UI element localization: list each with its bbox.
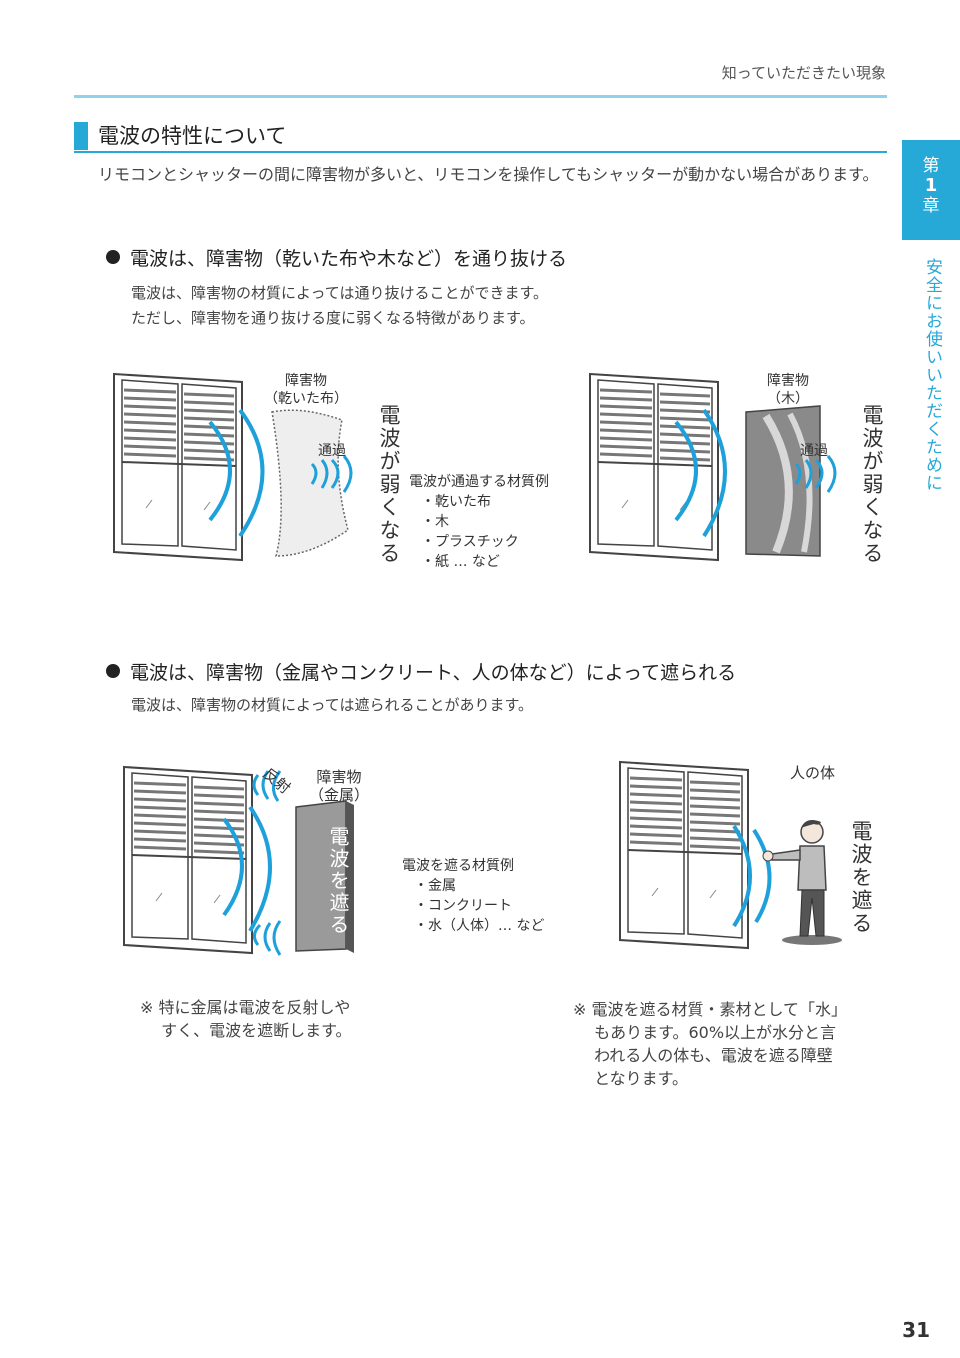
illustration-person	[619, 760, 842, 950]
pass-material-4: ・紙 … など	[421, 554, 500, 570]
chapter-tab: 第 1 章	[902, 140, 960, 240]
pass-materials: 電波が通過する材質例 ・乾いた布 ・木 ・プラスチック ・紙 … など	[409, 472, 549, 572]
note-left: ※ 特に金属は電波を反射しや すく、電波を遮断します。	[140, 996, 352, 1042]
bullet-dot	[106, 250, 120, 264]
wave-icon	[222, 817, 244, 917]
block-materials: 電波を遮る材質例 ・金属 ・コンクリート ・水（人体）… など	[402, 856, 544, 936]
window-shutter-icon	[619, 760, 749, 950]
pass-label-wood: 通過	[800, 443, 828, 459]
wave-icon	[674, 420, 698, 522]
part1-text-1: 電波は、障害物の材質によっては通り抜けることができます。	[131, 284, 549, 302]
illustration-cloth	[113, 372, 353, 562]
block-material-1: ・金属	[414, 878, 456, 894]
chapter-number: 1	[924, 175, 938, 196]
wave-icon	[208, 420, 232, 522]
header-divider	[74, 95, 887, 98]
note-left-line-2: すく、電波を遮断します。	[140, 1021, 352, 1040]
obstacle-label-metal: 障害物 （金属）	[304, 768, 374, 804]
block-material-3: ・水（人体）… など	[414, 918, 545, 934]
chapter-title: 安全にお使いいただくために	[922, 258, 942, 492]
block-text-person: 電波を遮る	[849, 820, 873, 935]
pass-material-3: ・プラスチック	[421, 534, 519, 550]
note-right-line-2: もあります。60%以上が水分と言	[573, 1023, 837, 1042]
wave-icon	[732, 824, 752, 928]
note-right-line-1: ※ 電波を遮る材質・素材として「水」	[573, 1000, 848, 1019]
chapter-label-bottom: 章	[922, 196, 940, 216]
bullet-dot	[106, 664, 120, 678]
note-right: ※ 電波を遮る材質・素材として「水」 もあります。60%以上が水分と言 われる人…	[573, 998, 847, 1090]
block-text-metal: 電波を遮る	[326, 826, 350, 936]
pass-material-2: ・木	[421, 514, 449, 530]
section-intro: リモコンとシャッターの間に障害物が多いと、リモコンを操作してもシャッターが動かな…	[98, 165, 879, 184]
cloth-icon	[271, 409, 349, 557]
block-materials-title: 電波を遮る材質例	[402, 858, 514, 874]
weak-text-right: 電波が弱くなる	[860, 404, 884, 565]
obstacle-label-wood-2: （木）	[767, 391, 809, 407]
note-right-line-3: われる人の体も、電波を遮る障壁	[573, 1046, 833, 1065]
obstacle-label-cloth-2: （乾いた布）	[264, 391, 348, 407]
block-material-2: ・コンクリート	[414, 898, 512, 914]
chapter-label-top: 第	[922, 156, 940, 176]
part1-text-2: ただし、障害物を通り抜ける度に弱くなる特徴があります。	[131, 309, 535, 327]
window-shutter-icon	[589, 372, 719, 562]
illustration-wood	[589, 372, 837, 562]
part2-heading: 電波は、障害物（金属やコンクリート、人の体など）によって遮られる	[106, 658, 736, 685]
window-shutter-icon	[113, 372, 243, 562]
part1-heading-text: 電波は、障害物（乾いた布や木など）を通り抜ける	[130, 248, 568, 270]
part2-text-1: 電波は、障害物の材質によっては遮られることがあります。	[131, 696, 534, 714]
part2-heading-text: 電波は、障害物（金属やコンクリート、人の体など）によって遮られる	[130, 662, 737, 684]
obstacle-label-wood-1: 障害物	[767, 373, 809, 389]
pass-materials-title: 電波が通過する材質例	[409, 474, 549, 490]
pass-label-cloth: 通過	[318, 443, 346, 459]
pass-material-1: ・乾いた布	[421, 494, 491, 510]
note-right-line-4: となります。	[573, 1069, 689, 1088]
note-left-line-1: ※ 特に金属は電波を反射しや	[140, 998, 351, 1017]
section-marker	[74, 122, 88, 150]
section-underline	[74, 151, 887, 153]
obstacle-label-wood: 障害物 （木）	[748, 372, 828, 408]
section-title: 電波の特性について	[98, 124, 287, 148]
part1-heading: 電波は、障害物（乾いた布や木など）を通り抜ける	[106, 244, 567, 271]
person-label: 人の体	[790, 764, 836, 782]
running-title: 知っていただきたい現象	[721, 64, 886, 82]
person-icon	[762, 820, 842, 945]
illustration-metal	[123, 765, 354, 956]
obstacle-label-cloth-1: 障害物	[285, 373, 327, 389]
obstacle-label-metal-2: （金属）	[308, 786, 369, 804]
weak-text-left: 電波が弱くなる	[377, 404, 401, 565]
window-shutter-icon	[123, 765, 253, 955]
obstacle-label-metal-1: 障害物	[316, 768, 362, 786]
obstacle-label-cloth: 障害物 （乾いた布）	[256, 372, 356, 408]
reflect-wave-icon	[252, 770, 282, 956]
page-number: 31	[902, 1318, 930, 1342]
